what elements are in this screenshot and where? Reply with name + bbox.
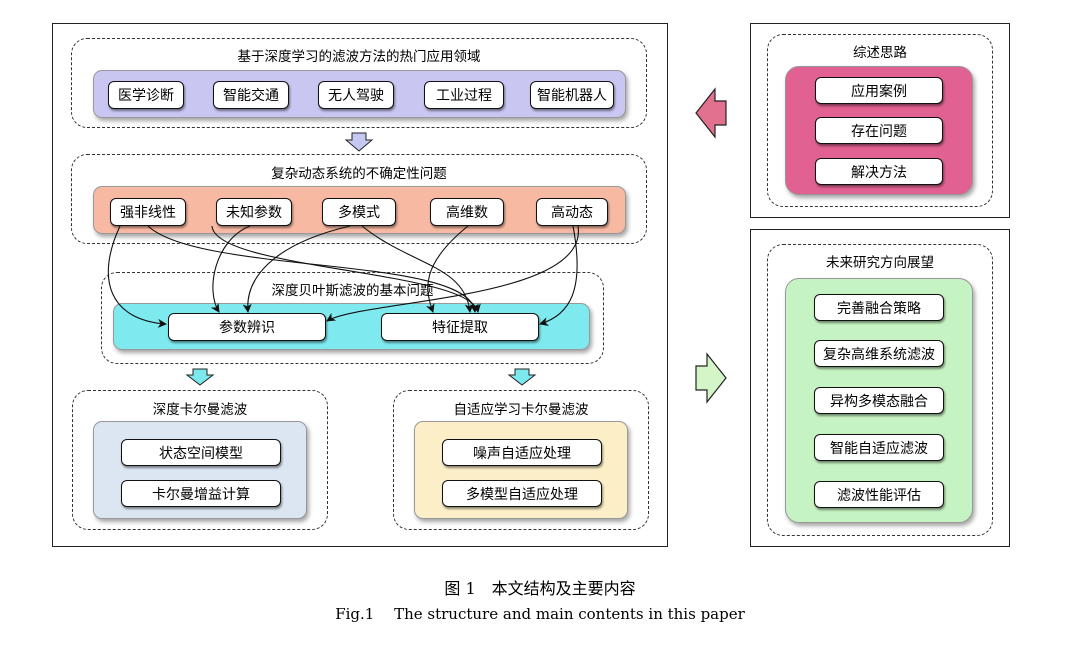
adaptive-multi-model-processing: 多模型自适应处理 [442,480,602,507]
review-existing-problems: 存在问题 [815,117,943,144]
future-performance-evaluation: 滤波性能评估 [814,481,944,508]
flow-arrow-down-icon [344,132,374,152]
future-fusion-strategy: 完善融合策略 [814,294,944,321]
application-intelligent-robot: 智能机器人 [530,81,614,109]
connector-nonlinearity-to-param [107,225,167,328]
uncertainty-unknown-parameters: 未知参数 [216,198,292,226]
application-medical-diagnosis: 医学诊断 [108,81,184,109]
flow-arrow-down-kalman-icon [185,368,215,386]
connector-unknown-to-param [210,225,251,313]
bayes-title: 深度贝叶斯滤波的基本问题 [271,283,434,299]
review-frame [750,23,1010,218]
flow-arrow-down-adaptive-icon [507,368,537,386]
review-section [767,34,993,207]
uncertainty-strong-nonlinearity: 强非线性 [110,198,186,226]
connector-highdynamic-to-feature [539,225,578,327]
application-intelligent-transport: 智能交通 [213,81,289,109]
caption-chinese: 图 1 本文结构及主要内容 [444,579,636,598]
future-heterogeneous-fusion: 异构多模态融合 [814,387,944,414]
kalman-gain-computation: 卡尔曼增益计算 [121,480,281,507]
uncertainty-multi-mode: 多模式 [322,198,396,226]
kalman-title: 深度卡尔曼滤波 [152,402,248,418]
applications-title: 基于深度学习的滤波方法的热门应用领域 [237,49,481,65]
kalman-section [72,390,328,530]
bayes-section [101,272,604,364]
future-adaptive-filtering: 智能自适应滤波 [814,434,944,461]
future-title: 未来研究方向展望 [826,255,934,271]
bayes-feature-extraction: 特征提取 [381,313,539,341]
review-title: 综述思路 [853,45,907,61]
application-industrial-process: 工业过程 [424,81,504,109]
arrow-left-icon [695,87,727,139]
connector-highdim-to-param [426,225,469,313]
uncertainty-high-dynamics: 高动态 [536,198,608,226]
review-application-cases: 应用案例 [815,77,943,104]
connector-multimode-to-param [242,225,351,313]
adaptive-section [393,390,649,530]
connector-nonlinearity-to-feature [147,225,479,313]
kalman-state-space-model: 状态空间模型 [121,439,281,466]
future-section [767,244,993,536]
uncertainty-title: 复杂动态系统的不确定性问题 [271,166,447,182]
main-structure-frame [52,23,668,547]
connector-multimode-to-feature [361,225,474,313]
future-frame [750,229,1010,547]
future-high-dim-filtering: 复杂高维系统滤波 [814,340,944,367]
adaptive-noise-processing: 噪声自适应处理 [442,439,602,466]
bayes-parameter-identification: 参数辨识 [168,313,326,341]
arrow-right-icon [695,352,727,404]
application-autonomous-driving: 无人驾驶 [318,81,394,109]
uncertainty-section [71,154,647,244]
uncertainty-high-dimension: 高维数 [430,198,504,226]
connector-unknown-to-feature [211,225,481,313]
adaptive-title: 自适应学习卡尔曼滤波 [453,402,589,418]
connector-highdynamic-to-param [326,225,579,322]
caption-english: Fig.1 The structure and main contents in… [335,605,745,623]
review-solutions: 解决方法 [815,158,943,185]
applications-section [71,38,647,128]
